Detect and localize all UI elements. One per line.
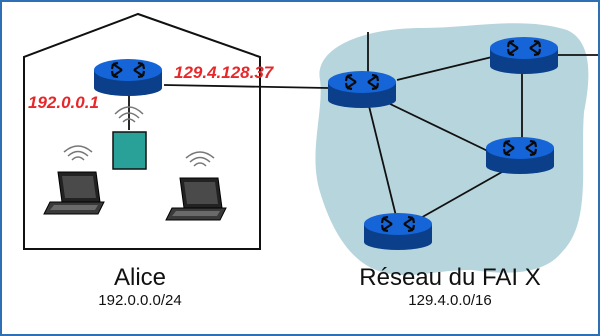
laptop-icon — [43, 145, 105, 215]
home-network-subnet: 192.0.0.0/24 — [98, 292, 182, 309]
router-icon — [488, 35, 560, 76]
router-icon — [92, 57, 164, 98]
isp-network-subnet: 129.4.0.0/16 — [408, 292, 492, 309]
router-lan-ip: 192.0.0.1 — [28, 93, 99, 112]
home-network-name: Alice — [113, 264, 167, 291]
home-network-boundary — [23, 12, 261, 250]
access-point-icon — [112, 106, 147, 170]
laptop-icon — [165, 151, 227, 221]
router-icon — [484, 135, 556, 176]
router-icon — [362, 211, 434, 252]
network-links — [128, 32, 598, 225]
router-wan-ip: 129.4.128.37 — [174, 63, 274, 82]
router-icon — [326, 69, 398, 110]
isp-network-name: Réseau du FAI X — [359, 264, 541, 291]
